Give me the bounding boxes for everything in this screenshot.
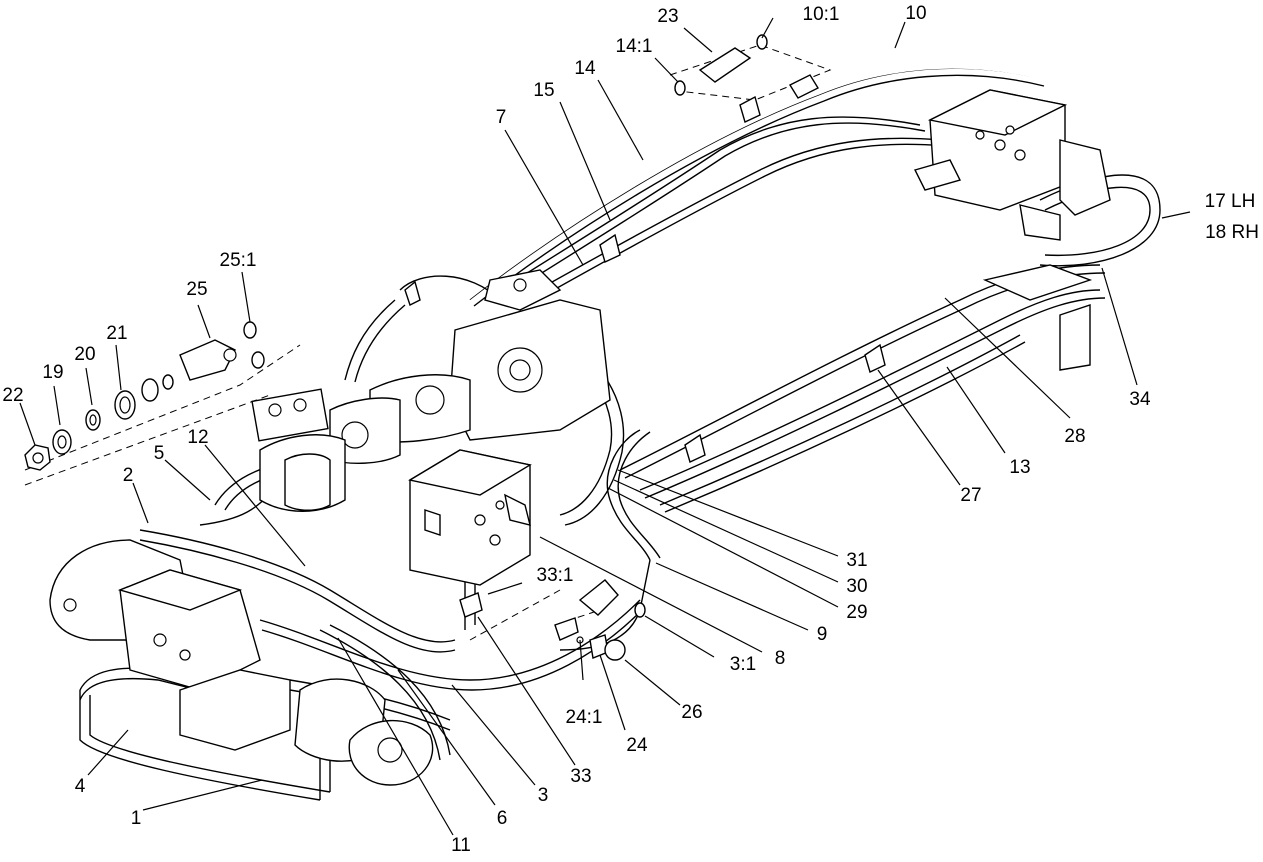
callout-4: 4 — [75, 776, 86, 797]
callout-9: 9 — [817, 624, 828, 645]
callout-28: 28 — [1064, 426, 1085, 447]
callout-33: 33 — [570, 766, 591, 787]
callout-24-1: 24:1 — [566, 707, 603, 728]
callout-13: 13 — [1009, 457, 1030, 478]
callout-24: 24 — [626, 735, 648, 756]
callout-25-1: 25:1 — [220, 250, 257, 271]
callout-5: 5 — [154, 443, 165, 464]
callout-labels: 23 10:1 10 14:1 14 15 7 25:1 25 21 20 19… — [2, 3, 1259, 856]
callout-17-lh: 17 LH — [1205, 191, 1256, 212]
callout-3: 3 — [538, 785, 549, 806]
callout-26: 26 — [681, 702, 702, 723]
center-manifold-block — [408, 449, 532, 586]
callout-23: 23 — [657, 6, 678, 27]
callout-27: 27 — [960, 485, 981, 506]
callout-25: 25 — [186, 279, 207, 300]
callout-11: 11 — [451, 835, 471, 856]
left-drive-motor-assembly — [49, 539, 434, 786]
leader-lines — [19, 17, 1191, 836]
callout-2: 2 — [123, 465, 134, 486]
callout-10-1: 10:1 — [803, 4, 840, 25]
callout-30: 30 — [846, 576, 867, 597]
callout-6: 6 — [497, 808, 508, 829]
callout-29: 29 — [846, 602, 867, 623]
callout-34: 34 — [1129, 389, 1151, 410]
callout-3-1: 3:1 — [730, 654, 756, 675]
hydraulic-pump-assembly — [251, 269, 611, 512]
callout-15: 15 — [533, 80, 554, 101]
callout-14-1: 14:1 — [616, 36, 653, 57]
callout-12: 12 — [187, 427, 208, 448]
callout-21: 21 — [106, 323, 127, 344]
callout-19: 19 — [42, 362, 63, 383]
callout-20: 20 — [74, 344, 95, 365]
callout-14: 14 — [574, 58, 596, 79]
callout-18-rh: 18 RH — [1205, 222, 1259, 243]
callout-33-1: 33:1 — [537, 565, 574, 586]
callout-10: 10 — [905, 3, 926, 24]
callout-1: 1 — [131, 808, 142, 829]
fitting-detail-group — [24, 34, 1093, 661]
callout-31: 31 — [846, 550, 867, 571]
callout-22: 22 — [2, 385, 23, 406]
callout-7: 7 — [496, 107, 507, 128]
right-valve-block — [913, 89, 1111, 241]
callout-8: 8 — [775, 648, 786, 669]
